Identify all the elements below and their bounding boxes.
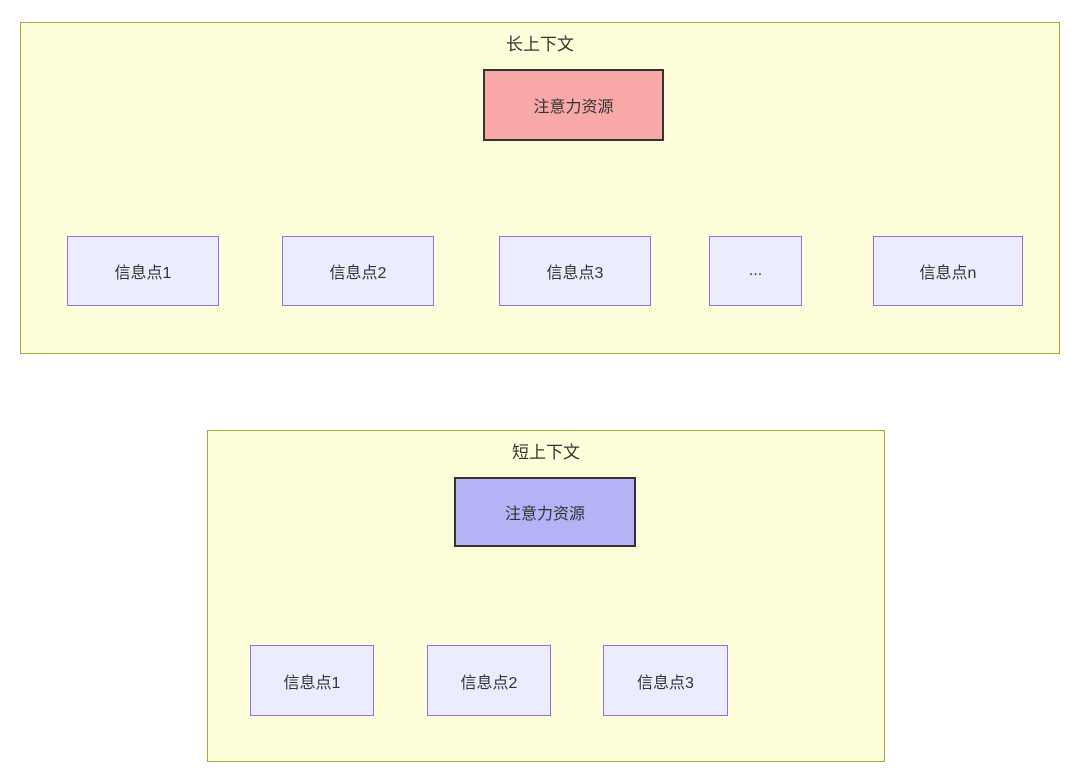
cluster-long-context: 长上下文 注意力资源 信息点1 信息点2 信息点3 ... 信息点n — [20, 22, 1060, 354]
cluster-short-context: 短上下文 注意力资源 信息点1 信息点2 信息点3 — [207, 430, 885, 762]
node-short-info-2-label: 信息点2 — [460, 674, 518, 692]
node-long-info-n: 信息点n — [873, 236, 1023, 306]
node-short-attention: 注意力资源 — [454, 477, 636, 547]
cluster-short-title: 短上下文 — [512, 443, 580, 462]
node-long-info-1-label: 信息点1 — [114, 265, 172, 282]
node-short-info-1: 信息点1 — [250, 645, 374, 716]
node-short-info-1-label: 信息点1 — [283, 674, 341, 692]
cluster-long-title: 长上下文 — [506, 35, 574, 54]
node-short-info-3: 信息点3 — [603, 645, 728, 716]
node-short-attention-label: 注意力资源 — [504, 506, 585, 523]
node-long-attention: 注意力资源 — [483, 69, 664, 141]
node-long-info-n-label: 信息点n — [919, 265, 977, 282]
node-long-info-2: 信息点2 — [282, 236, 434, 306]
node-long-info-ellipsis-label: ... — [748, 262, 763, 279]
node-short-info-2: 信息点2 — [427, 645, 551, 716]
node-long-info-3-label: 信息点3 — [546, 265, 604, 282]
node-long-info-2-label: 信息点2 — [329, 265, 387, 282]
node-long-info-ellipsis: ... — [709, 236, 802, 306]
node-short-info-3-label: 信息点3 — [637, 674, 694, 692]
node-long-attention-label: 注意力资源 — [533, 99, 614, 116]
node-long-info-1: 信息点1 — [67, 236, 219, 306]
node-long-info-3: 信息点3 — [499, 236, 651, 306]
